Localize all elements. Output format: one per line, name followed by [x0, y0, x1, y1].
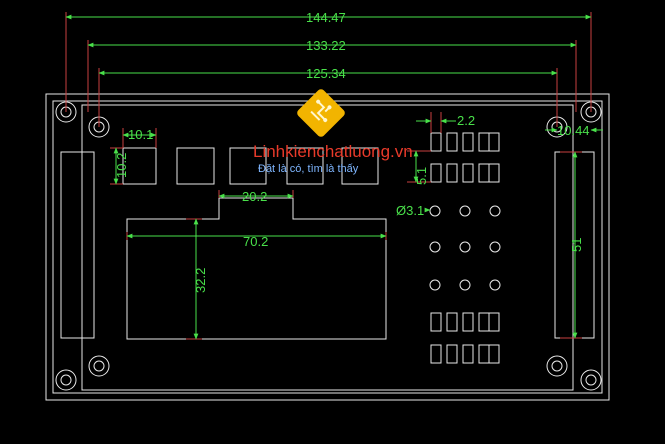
dim-button-height: 10.2 [114, 153, 129, 178]
dim-side-slot-height: 51 [569, 238, 584, 252]
watermark-slogan: Đặt là có, tìm là thấy [258, 163, 359, 175]
pin-header-bottom-1 [430, 312, 500, 332]
dim-header-height: 5.1 [414, 167, 429, 185]
dim-hole-span-inner: 125.34 [306, 66, 346, 81]
dim-edge-offset: 10.44 [557, 123, 590, 138]
dim-hole-span-outer: 133.22 [306, 38, 346, 53]
watermark-logo [297, 89, 345, 137]
pin-header-top-2 [430, 163, 500, 183]
dim-pin-pitch: 2.2 [457, 113, 475, 128]
extension-lines [65, 12, 592, 340]
dim-overall-width: 144.47 [306, 10, 346, 25]
pin-header-top-1 [430, 132, 500, 152]
dim-button-width: 10.1 [128, 127, 153, 142]
side-slots [60, 151, 595, 339]
lcd-window [126, 197, 387, 340]
button-row [122, 147, 379, 185]
dim-lcd-tab-width: 20.2 [242, 189, 267, 204]
dim-lcd-height: 32.2 [193, 268, 208, 293]
watermark-site-name: Linhkienchatluong.vn [253, 142, 413, 161]
pin-header-bottom-2 [430, 344, 500, 364]
dim-lcd-width: 70.2 [243, 234, 268, 249]
dimension-lines [65, 14, 603, 340]
hole-grid [429, 205, 501, 291]
dim-hole-diameter: Ø3.1 [396, 203, 424, 218]
